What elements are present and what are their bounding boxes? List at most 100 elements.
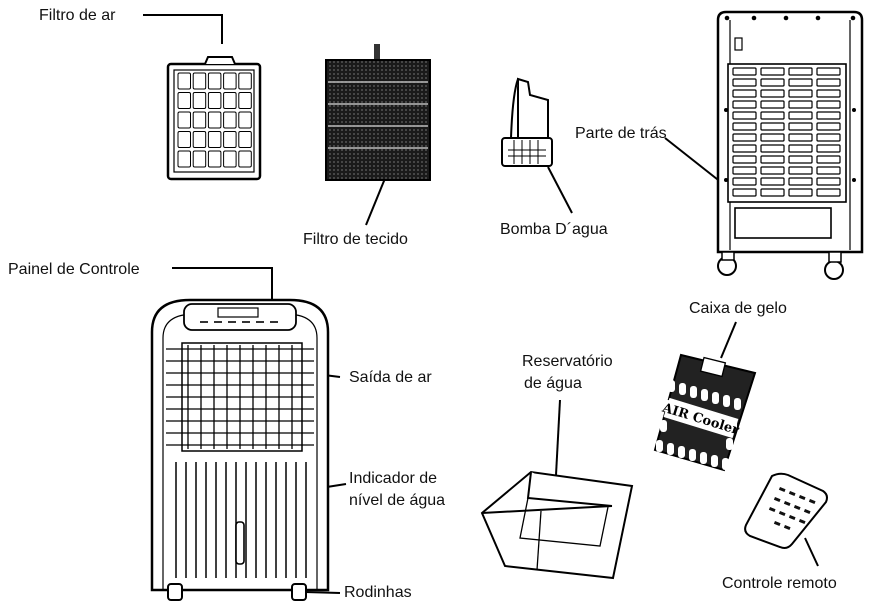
back-slot (788, 188, 813, 197)
back-slot (760, 144, 785, 153)
back-slot (788, 100, 813, 109)
filter-cell (223, 72, 237, 90)
remote-button (803, 508, 811, 515)
cooler-back-illustration (716, 10, 864, 280)
ice-slot (678, 446, 685, 458)
label-air-outlet: Saída de ar (349, 369, 432, 386)
ice-slot (711, 455, 718, 467)
filter-cell (192, 72, 207, 90)
back-slot (732, 177, 757, 186)
back-slot (732, 122, 757, 131)
ice-slot (656, 440, 663, 452)
remote-button (808, 498, 816, 505)
back-slot (760, 111, 785, 120)
leader-fabric-filter (365, 175, 387, 226)
filter-cell (207, 131, 222, 148)
filter-cell (238, 111, 252, 129)
back-slot (732, 188, 757, 197)
filter-cell (207, 92, 222, 109)
back-slot (788, 122, 813, 131)
filter-cell (192, 111, 207, 129)
ice-slot (712, 392, 719, 404)
back-slot (760, 67, 785, 76)
filter-cell (192, 92, 207, 109)
ice-slot (679, 383, 686, 395)
back-slot (732, 78, 757, 87)
back-slot (760, 133, 785, 142)
ice-slot (726, 438, 733, 450)
ice-slot (700, 452, 707, 464)
fabric-filter-illustration (325, 44, 431, 181)
filter-cell (238, 131, 252, 148)
filter-cell (177, 72, 191, 90)
back-slot (816, 111, 841, 120)
ice-slot (722, 458, 729, 470)
back-slot (788, 67, 813, 76)
filter-cell (177, 92, 191, 109)
back-slot (816, 166, 841, 175)
leader-water-tank (555, 399, 561, 476)
filter-cell (223, 131, 237, 148)
label-water-tank-line2: de água (524, 375, 582, 392)
back-slot (816, 155, 841, 164)
leader-water-pump (547, 166, 573, 214)
back-slot (732, 100, 757, 109)
air-filter-illustration (166, 56, 262, 181)
label-water-pump: Bomba D´agua (500, 221, 608, 238)
back-slot (788, 155, 813, 164)
ice-slot (690, 386, 697, 398)
back-slot (732, 67, 757, 76)
filter-cell (207, 150, 222, 168)
back-slot (788, 166, 813, 175)
back-slot (732, 89, 757, 98)
leader-wheels (304, 591, 341, 594)
leader-control-panel (172, 267, 273, 308)
ice-slot (660, 420, 667, 432)
leader-ice-box (720, 321, 737, 359)
filter-cell (177, 131, 191, 148)
back-slot (816, 122, 841, 131)
label-control-panel: Painel de Controle (8, 261, 140, 278)
back-slot (816, 177, 841, 186)
remote-button (773, 496, 781, 503)
label-wheels: Rodinhas (344, 584, 412, 601)
water-tank-illustration (480, 470, 634, 580)
back-slot (788, 78, 813, 87)
back-slot (816, 188, 841, 197)
filter-cell (223, 92, 237, 109)
filter-cell (238, 72, 252, 90)
back-slot (788, 89, 813, 98)
cooler-front-illustration (150, 298, 330, 601)
remote-button (793, 505, 801, 511)
remote-button (783, 501, 791, 507)
back-slot (816, 100, 841, 109)
back-slot (732, 144, 757, 153)
back-slot (816, 78, 841, 87)
back-slot (788, 144, 813, 153)
back-slot (732, 111, 757, 120)
back-slot (760, 177, 785, 186)
filter-cell (207, 111, 222, 129)
back-slot (760, 89, 785, 98)
back-slot (760, 122, 785, 131)
ice-slot (667, 443, 674, 455)
back-slot (816, 89, 841, 98)
label-air-filter: Filtro de ar (39, 7, 116, 24)
back-slot (732, 155, 757, 164)
filter-cell (223, 150, 237, 168)
remote-button (783, 525, 791, 531)
back-slot (788, 177, 813, 186)
remote-button (773, 520, 781, 527)
ice-slot (723, 395, 730, 407)
leader-remote (804, 537, 819, 567)
filter-cell (177, 111, 191, 129)
leader-back (664, 137, 723, 184)
filter-cell (192, 150, 207, 168)
label-water-tank-line1: Reservatório (522, 353, 613, 370)
remote-button (788, 515, 796, 521)
leader-air-filter (143, 14, 223, 44)
ice-slot (701, 389, 708, 401)
label-back: Parte de trás (575, 125, 667, 142)
label-ice-box: Caixa de gelo (689, 300, 787, 317)
